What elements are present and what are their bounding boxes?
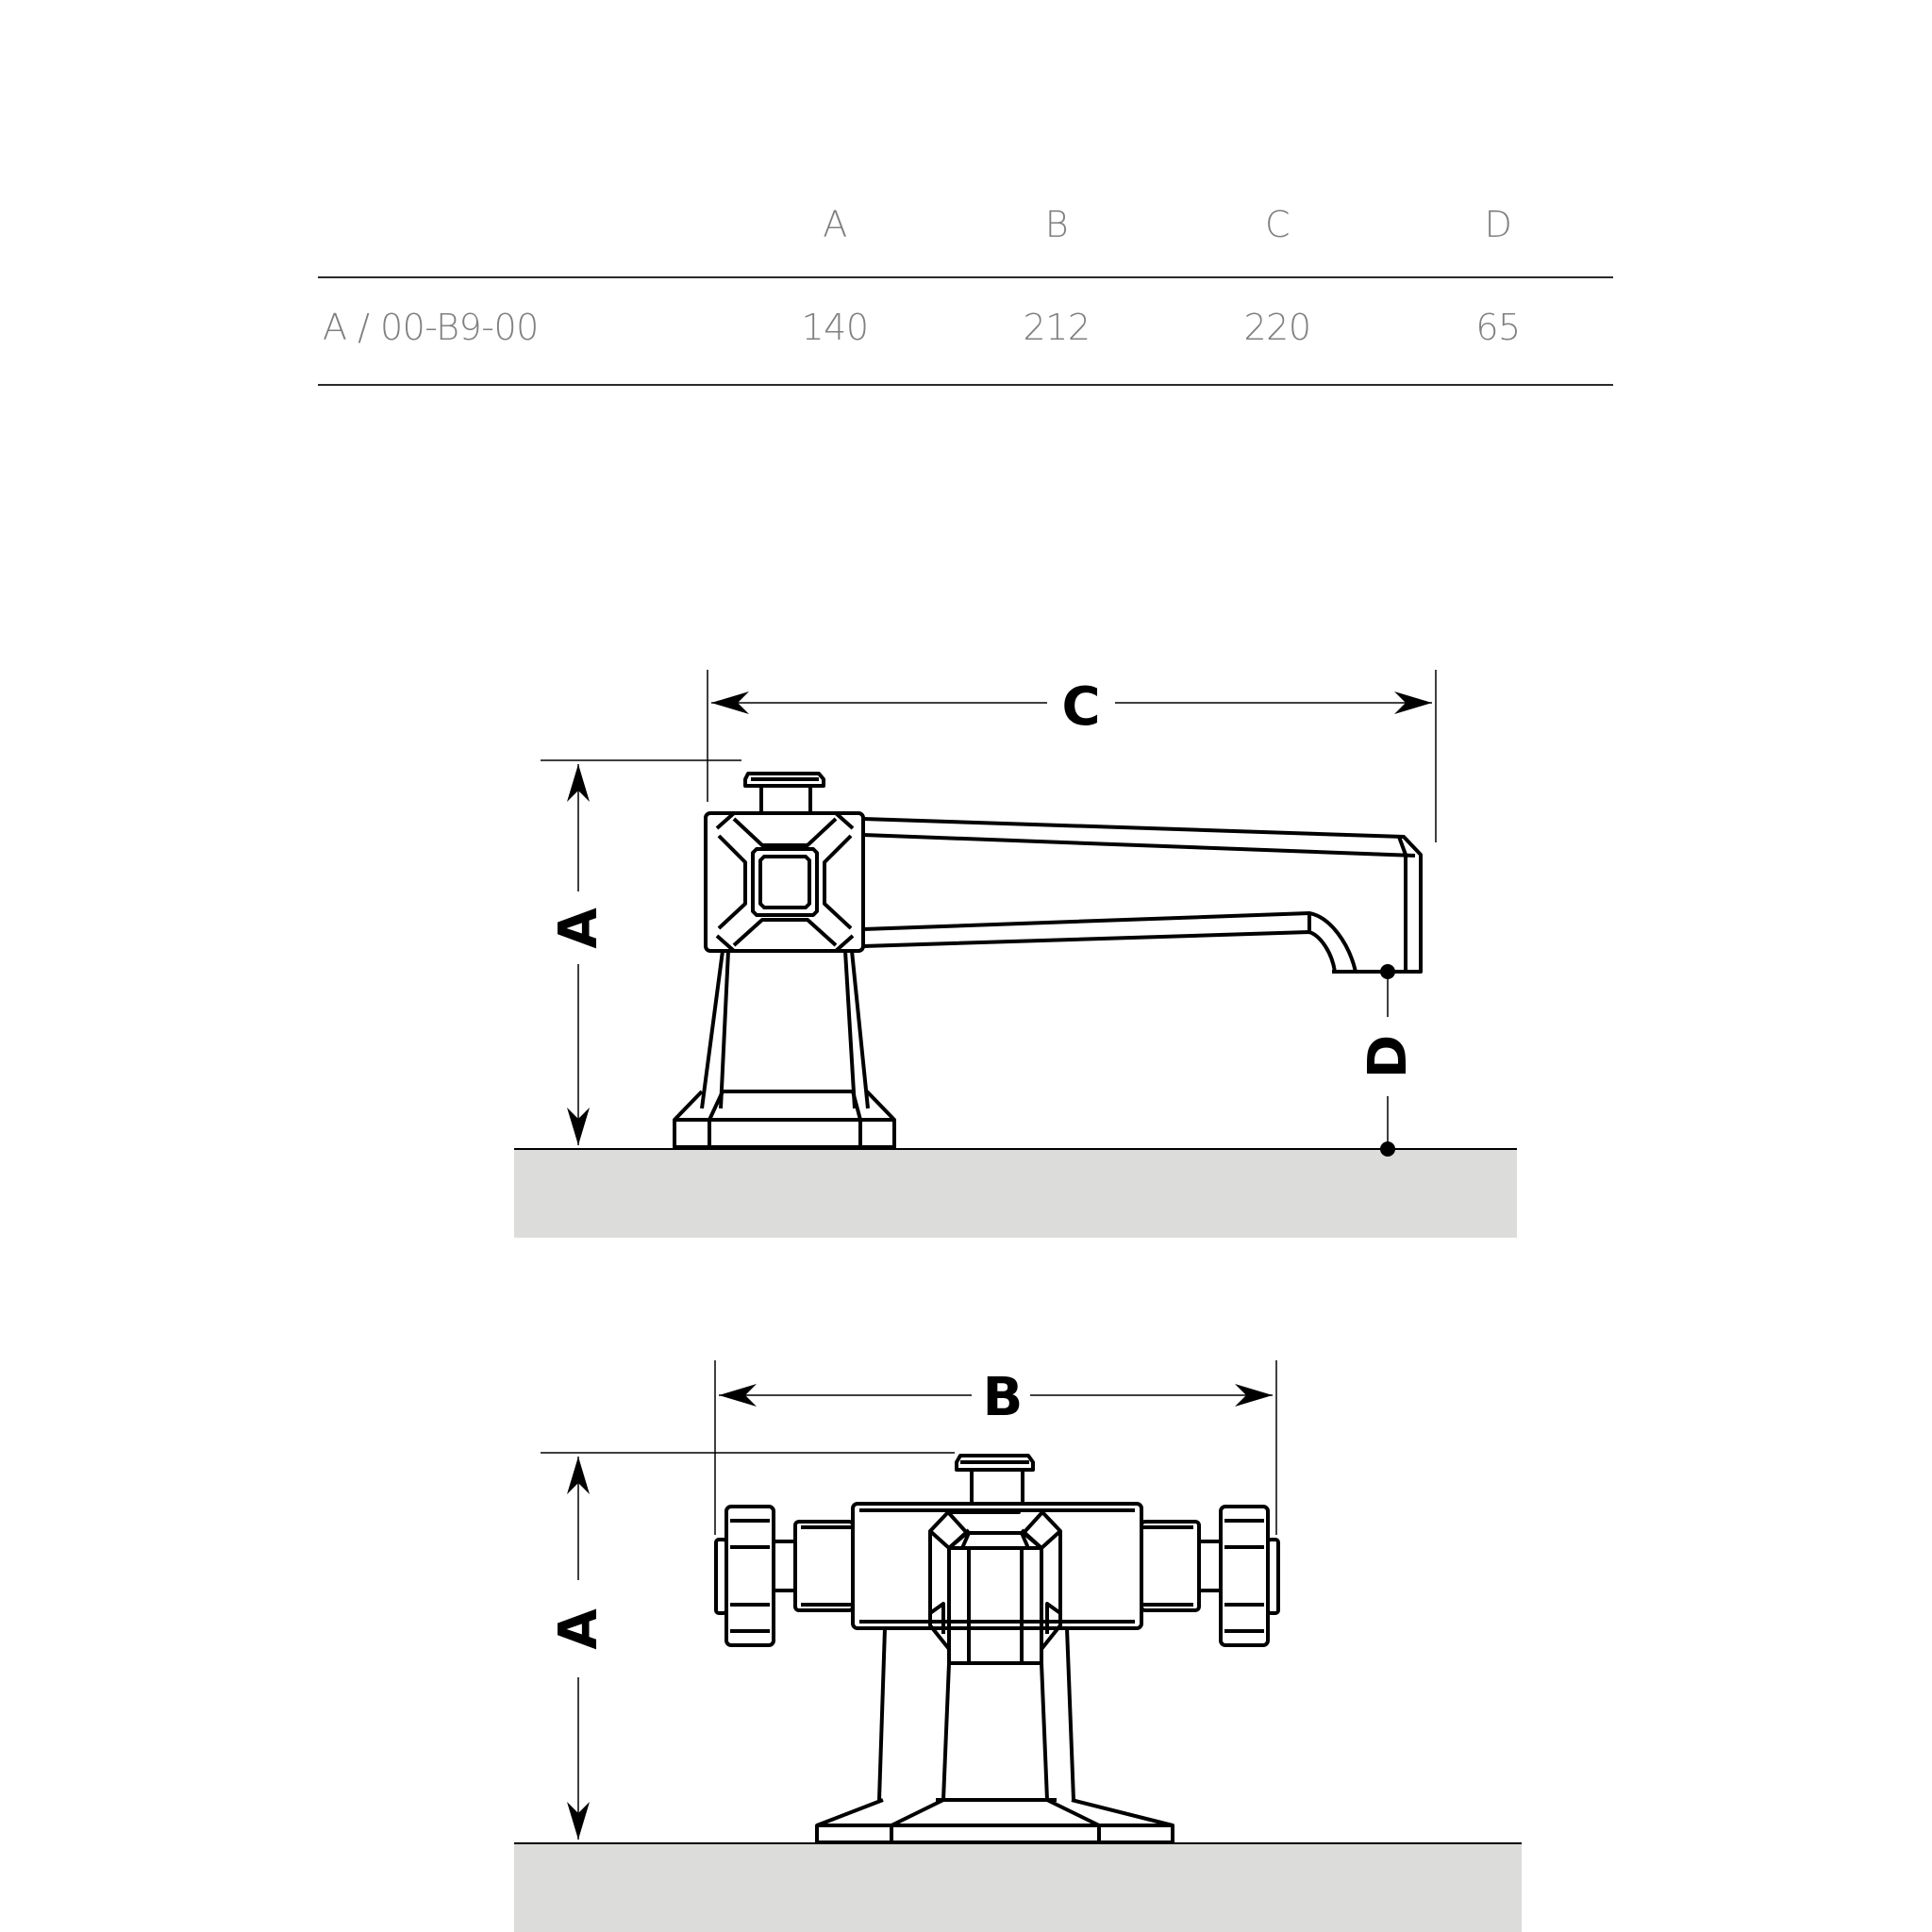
side-view: C A	[514, 670, 1517, 1238]
label-d: D	[1357, 1035, 1419, 1078]
column-header-c: C	[1264, 204, 1291, 245]
column-header-b: B	[1044, 204, 1069, 245]
label-b: B	[983, 1367, 1024, 1428]
counter-surface	[514, 1149, 1517, 1238]
value-b: 212	[1023, 307, 1091, 348]
model-code: A / 00-B9-00	[323, 307, 539, 348]
value-a: 140	[801, 307, 869, 348]
label-a-side: A	[548, 908, 609, 949]
dimension-table: A B C D A / 00-B9-00 140 212 220 65	[318, 189, 1613, 386]
table-header-row: A B C D	[318, 189, 1613, 278]
value-d: 65	[1475, 307, 1521, 348]
value-c: 220	[1243, 307, 1311, 348]
table-row: A / 00-B9-00 140 212 220 65	[318, 278, 1613, 386]
column-header-a: A	[823, 204, 847, 245]
label-c: C	[1061, 676, 1100, 738]
column-header-d: D	[1484, 204, 1512, 245]
front-view: B A	[514, 1360, 1522, 1932]
label-a-front: A	[548, 1608, 609, 1650]
counter-surface-front	[514, 1843, 1522, 1932]
